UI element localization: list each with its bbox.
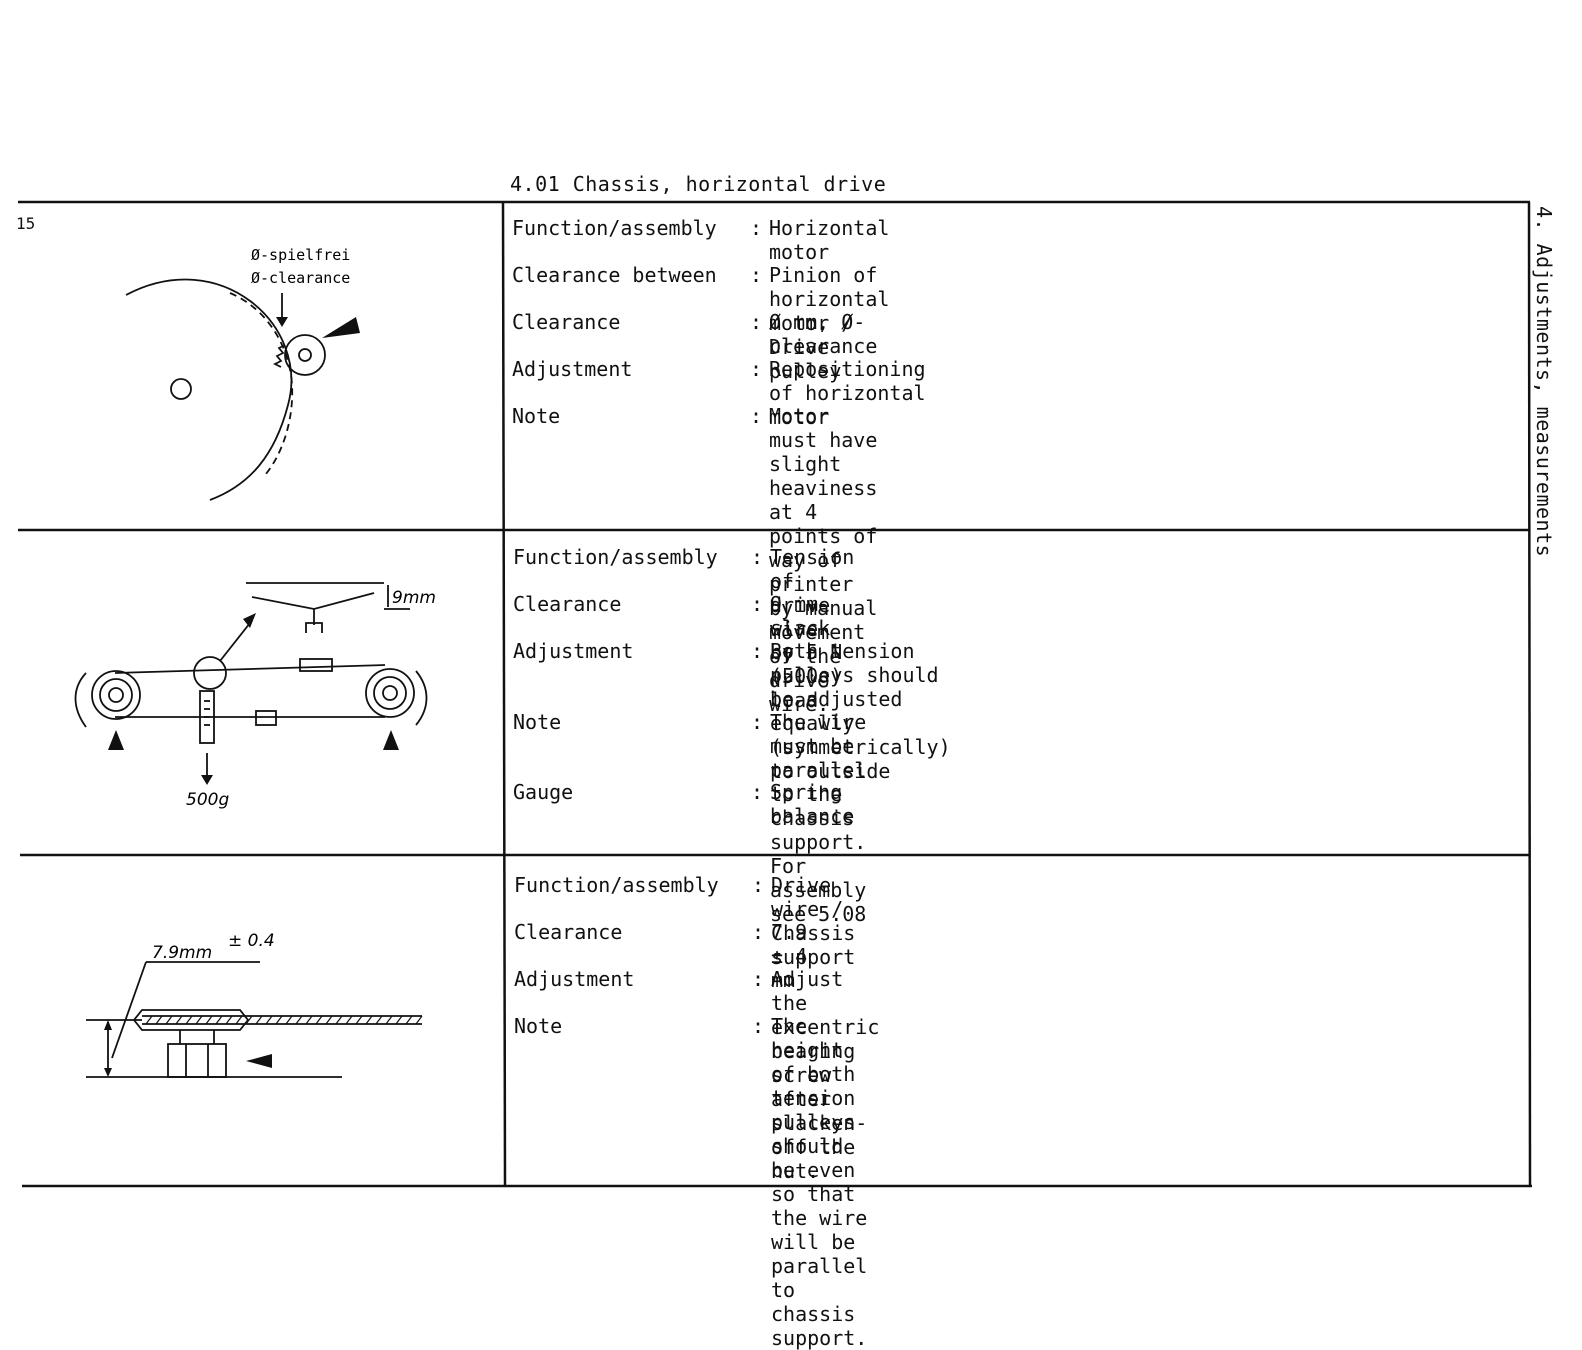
spec-value: Both tension pulleys should be adjusted … [770,639,951,783]
load-label: 500g [186,790,229,810]
excentric-screw-nut [167,1043,227,1078]
table-frame [18,200,1532,1188]
hook [305,622,323,633]
spec-colon: : [751,592,764,616]
spec-value: Repositioning of horizontal motor [769,357,926,429]
spec-colon: : [750,216,763,240]
left-tension-pulley [91,670,141,720]
pull-arrowhead [243,613,256,628]
clearance-dashed-arc [229,292,294,476]
pulley-center-hole [170,378,192,400]
spec-label: Note [514,1014,563,1038]
spec-label: Clearance [512,310,621,334]
wire-height-diagram: 7.9mm ± 0.4 [86,931,423,1078]
adjust-direction-arrow-icon [246,1054,272,1068]
spec-colon: : [750,404,763,428]
spec-label: Note [512,404,561,428]
spec-colon: : [752,920,765,944]
spec-colon: : [752,967,765,991]
spec-colon: : [751,710,764,734]
spec-label: Adjustment [514,967,635,991]
knurled-adjuster [299,658,333,672]
load-arrowhead [201,775,213,785]
left-pulley-hub [108,687,124,703]
spec-label: Adjustment [513,639,634,663]
spec-colon: : [750,357,763,381]
spec-colon: : [752,1014,765,1038]
spec-value: The wire must be parallel to the chassis… [770,710,867,926]
spec-label: Clearance between [512,263,717,287]
spec-colon: : [752,873,765,897]
spec-colon: : [751,780,764,804]
label-spielfrei: Ø-spielfrei [251,246,350,264]
right-pulley-hub [382,685,398,701]
pinion-hub [298,348,312,362]
height-arrowhead-top [104,1020,112,1030]
spec-value: Ø mm, Ø-clearance [769,310,878,358]
right-support-triangle-icon [383,730,399,750]
spec-label: Function/assembly [513,545,718,569]
spec-colon: : [751,639,764,663]
left-rotation-arc [74,672,87,728]
spec-label: Function/assembly [512,216,717,240]
spec-colon: : [750,310,763,334]
page-number: 15 [16,214,36,233]
spec-value: 7.9 ± 4 mm [771,920,808,992]
spec-value: Pinion of horizontal motor / Drive pulle… [769,263,890,383]
right-pulley-groove [373,676,407,710]
wire-clamp [255,710,277,726]
slack-label: 9mm [392,588,436,608]
spec-value: Spring balance [770,780,855,828]
spec-label: Adjustment [512,357,633,381]
drive-pulley-arc [125,278,293,501]
spec-colon: : [751,545,764,569]
wire-top [114,664,386,674]
side-heading: 4. Adjustments, measurements [1532,206,1556,558]
spec-label: Clearance [514,920,623,944]
slack-wire [251,592,375,610]
right-rotation-arc [415,670,428,726]
spec-value: Adjust the excentric bearing screw after… [771,967,880,1183]
spec-label: Clearance [513,592,622,616]
label-clearance: Ø-clearance [251,269,350,287]
spec-value: Drive wire / Chassis support [771,873,856,969]
spec-value: The height of both tension pulleys shoul… [771,1014,868,1350]
spec-value: 9 mm slack by 5 N (500g) load [770,592,843,712]
pinion-teeth [272,344,286,368]
pull-arrow-line [219,622,251,662]
spec-label: Gauge [513,780,574,804]
spec-label: Note [513,710,562,734]
height-arrowhead-bottom [104,1068,112,1077]
left-support-triangle-icon [108,730,124,750]
wire-strands [145,1015,423,1025]
spec-value: Horizontal motor [769,216,890,264]
clearance-pointer-arrowhead [276,317,288,327]
spec-label: Function/assembly [514,873,719,897]
height-label: 7.9mm [152,943,212,963]
dimension-leader-diagonal [111,961,147,1059]
tension-pulley-profile [132,1009,250,1031]
carriage-pulley [193,656,227,690]
spec-value: Motor must have slight heaviness at 4 po… [769,404,878,716]
spec-value: Tension of drive wire [770,545,855,641]
section-title: 4.01 Chassis, horizontal drive [510,172,887,196]
motor-pinion [284,334,326,376]
spring-balance [199,690,215,744]
tolerance-label: ± 0.4 [228,931,275,951]
right-tension-pulley [365,668,415,718]
wire-tension-diagram: 9mm 500g [74,582,436,810]
spec-colon: : [750,263,763,287]
pulley-pinion-diagram: Ø-spielfrei Ø-clearance [125,246,360,501]
motor-direction-arrow-icon [322,317,360,338]
left-pulley-groove [99,678,133,712]
